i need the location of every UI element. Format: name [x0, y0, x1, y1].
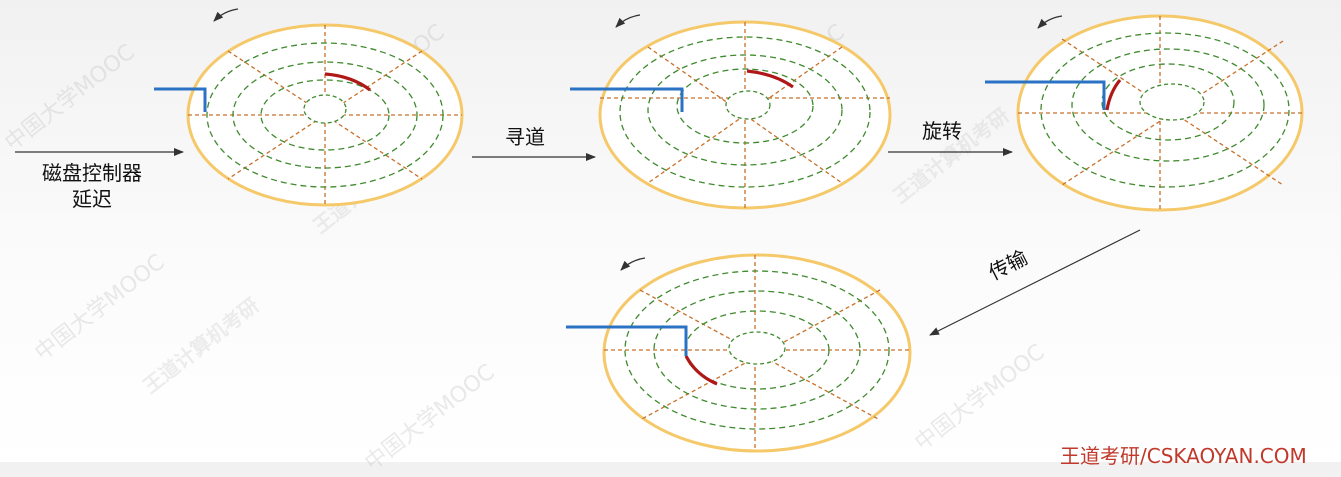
label-controller-delay-line2: 延迟: [72, 187, 112, 211]
label-seek: 寻道: [505, 125, 545, 149]
platter-4: [566, 253, 912, 453]
target-sector-arc: [746, 69, 794, 89]
platter-2: [570, 14, 892, 210]
platter-1: [154, 8, 464, 207]
disk-access-diagram: [15, 8, 1304, 453]
footer-brand: 王道考研/CSKAOYAN.COM: [1060, 444, 1307, 468]
counterclockwise-arrow-icon: [213, 8, 239, 22]
target-sector-arc: [684, 355, 718, 386]
target-sector-arc: [324, 72, 371, 92]
arrow-transfer: [929, 229, 1141, 336]
label-rotate: 旋转: [922, 119, 962, 143]
label-controller-delay-line1: 磁盘控制器: [42, 161, 142, 185]
counterclockwise-arrow-icon: [620, 257, 646, 271]
label-controller-delay: 磁盘控制器 延迟: [22, 160, 162, 212]
counterclockwise-arrow-icon: [1037, 15, 1063, 29]
head-arm: [570, 87, 684, 112]
head-arm: [985, 80, 1106, 110]
head-arm: [154, 87, 207, 112]
head-arm: [566, 325, 688, 356]
counterclockwise-arrow-icon: [615, 14, 641, 28]
platter-3: [985, 14, 1304, 212]
target-sector-arc: [1105, 78, 1122, 111]
